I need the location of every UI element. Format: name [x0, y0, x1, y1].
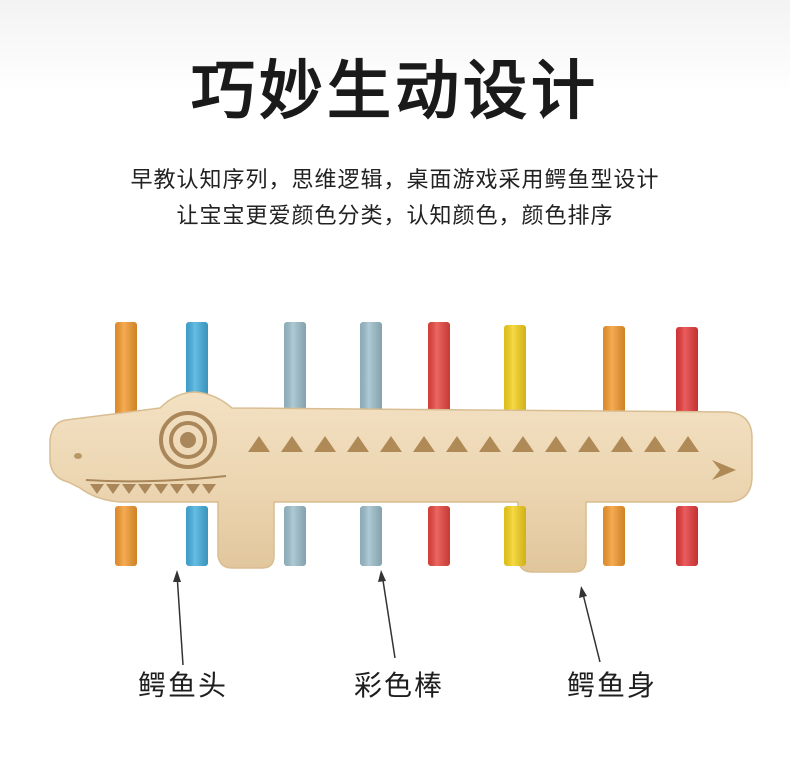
pointer-arrows: [173, 570, 601, 666]
color-stick-bottom-shade: [428, 506, 450, 566]
label-color-sticks: 彩色棒: [354, 669, 445, 702]
page-title: 巧妙生动设计: [191, 55, 599, 129]
label-crocodile-body: 鳄鱼身: [567, 669, 658, 702]
color-stick-bottom-shade: [115, 506, 137, 566]
label-crocodile-head: 鳄鱼头: [138, 669, 229, 702]
subtitle-line-1: 早教认知序列，思维逻辑，桌面游戏采用鳄鱼型设计: [130, 168, 660, 193]
crocodile-teeth: [85, 475, 227, 494]
crocodile-board: [49, 391, 753, 573]
color-stick-bottom-shade: [504, 506, 526, 566]
header-background: [0, 0, 790, 92]
tail-arrow: [712, 460, 736, 480]
color-stick-bottom-shade: [603, 506, 625, 566]
crocodile-back-spikes: [248, 436, 699, 452]
subtitle-line-2: 让宝宝更爱颜色分类，认知颜色，颜色排序: [176, 204, 614, 229]
crocodile-nostril: [74, 453, 82, 459]
color-stick-bottom-shade: [360, 506, 382, 566]
color-stick-bottom-shade: [284, 506, 306, 566]
color-stick-bottom-shade: [676, 506, 698, 566]
color-stick-bottom-shade: [186, 506, 208, 566]
crocodile-eye: [159, 411, 217, 469]
